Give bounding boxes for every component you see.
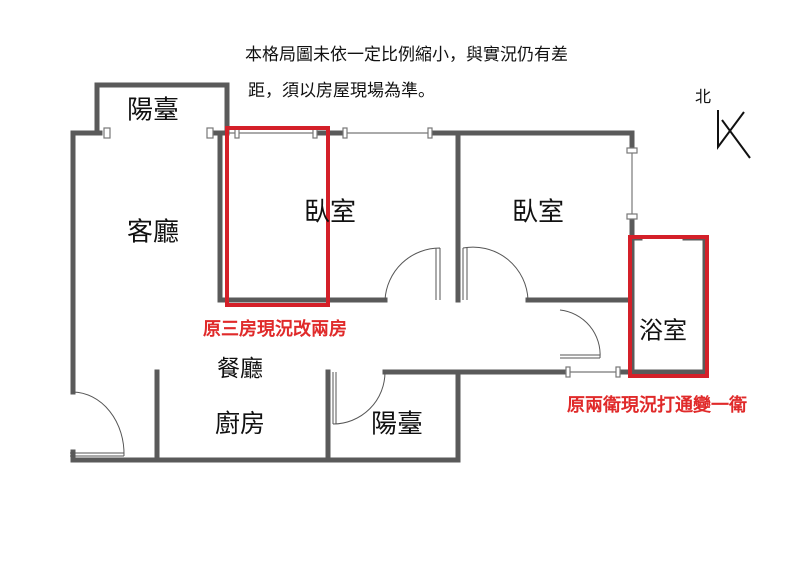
disclaimer-line-2: 距，須以房屋現場為準。 [248,81,435,101]
bathroom-highlight [628,235,709,378]
bathroom-walls [617,232,708,375]
room-bedroom-2: 臥室 [511,197,565,228]
bedroom1-door [384,247,441,301]
room-balcony-top: 陽臺 [126,95,180,126]
room-living: 客廳 [126,217,180,248]
entry-door [70,391,125,457]
bathroom-door [559,309,601,359]
top-wall [212,130,635,238]
balcony-door [332,371,386,425]
bathroom-annotation: 原兩衛現況打通變一衛 [567,395,747,416]
room-kitchen: 廚房 [214,409,266,438]
bedrooms-annotation: 原三房現況改兩房 [203,319,347,340]
room-bedroom-1: 臥室 [303,197,357,228]
north-label: 北 [694,87,712,106]
bedroom-highlight [225,126,330,307]
room-balcony-bottom: 陽臺 [370,409,424,440]
highlights [225,126,709,378]
balcony-bottom-walls [325,369,461,463]
north-arrow-icon [717,110,751,159]
disclaimer-line-1: 本格局圖未依一定比例縮小，與實況仍有差 [245,45,568,65]
doors [70,246,601,457]
balcony-top-walls [94,82,230,136]
room-bathroom: 浴室 [639,316,687,345]
bedroom2-door [462,246,529,301]
windows [103,127,685,378]
room-dining: 餐廳 [217,356,263,382]
